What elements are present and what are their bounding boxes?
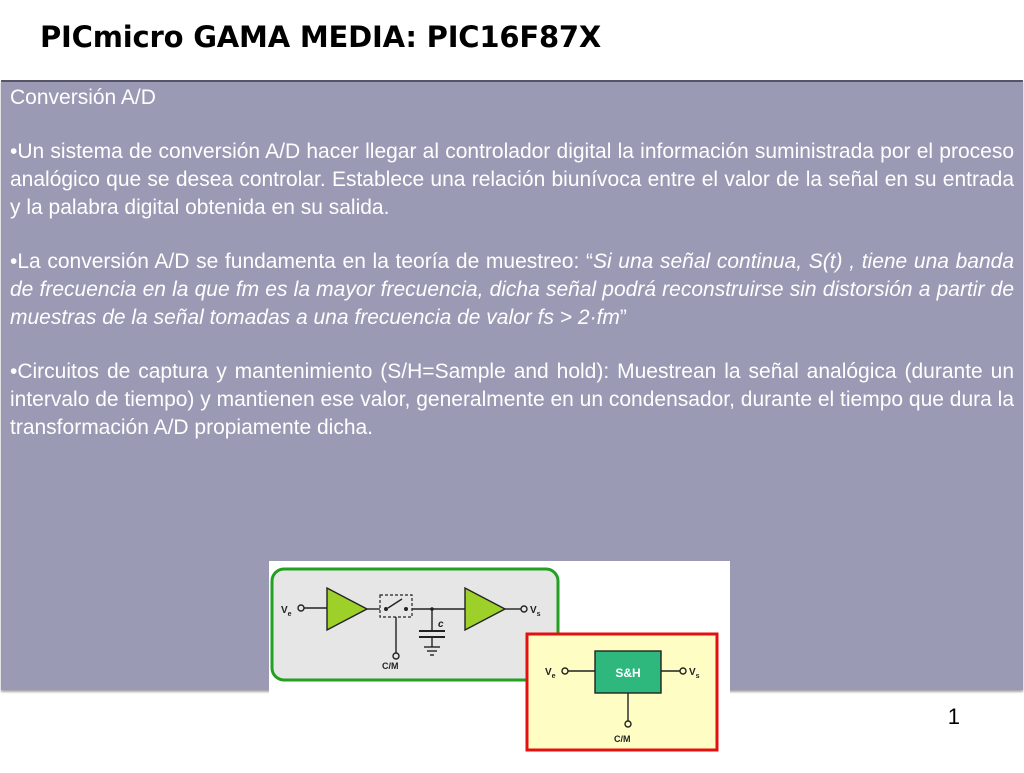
bullet-1: •Un sistema de conversión A/D hacer lleg… xyxy=(10,140,1014,219)
slide-title: PICmicro GAMA MEDIA: PIC16F87X xyxy=(40,20,602,54)
bullet-3: •Circuitos de captura y mantenimiento (S… xyxy=(10,360,1014,439)
block-output-label: Vs xyxy=(689,667,700,680)
block-input-label: Ve xyxy=(545,667,556,680)
sh-block-label: S&H xyxy=(615,666,640,680)
section-heading: Conversión A/D xyxy=(10,86,156,109)
output-amplifier xyxy=(464,586,507,632)
sh-block xyxy=(594,650,662,694)
circuit-panel xyxy=(270,567,560,682)
page-number: 1 xyxy=(947,704,960,729)
sample-hold-diagram: Ve C/M c Vs S&H Ve xyxy=(269,561,730,768)
circuit-control-label: C/M xyxy=(382,661,399,671)
bullet-2: •La conversión A/D se fundamenta en la t… xyxy=(10,248,1014,332)
input-amplifier xyxy=(326,586,369,632)
capacitor-label: c xyxy=(438,619,444,630)
circuit-input-label: Ve xyxy=(281,605,292,618)
circuit-output-label: Vs xyxy=(530,605,541,618)
bullet-2-prefix: •La conversión A/D se fundamenta en la t… xyxy=(10,250,593,273)
bullet-2-suffix: ” xyxy=(619,306,627,329)
bullet-2-quote: Si una señal continua, S(t) , tiene una … xyxy=(10,250,1014,329)
block-control-label: C/M xyxy=(614,734,631,744)
slide-body: Conversión A/D •Un sistema de conversión… xyxy=(10,84,1014,468)
sample-hold-svg: Ve C/M c Vs S&H Ve xyxy=(270,567,719,752)
